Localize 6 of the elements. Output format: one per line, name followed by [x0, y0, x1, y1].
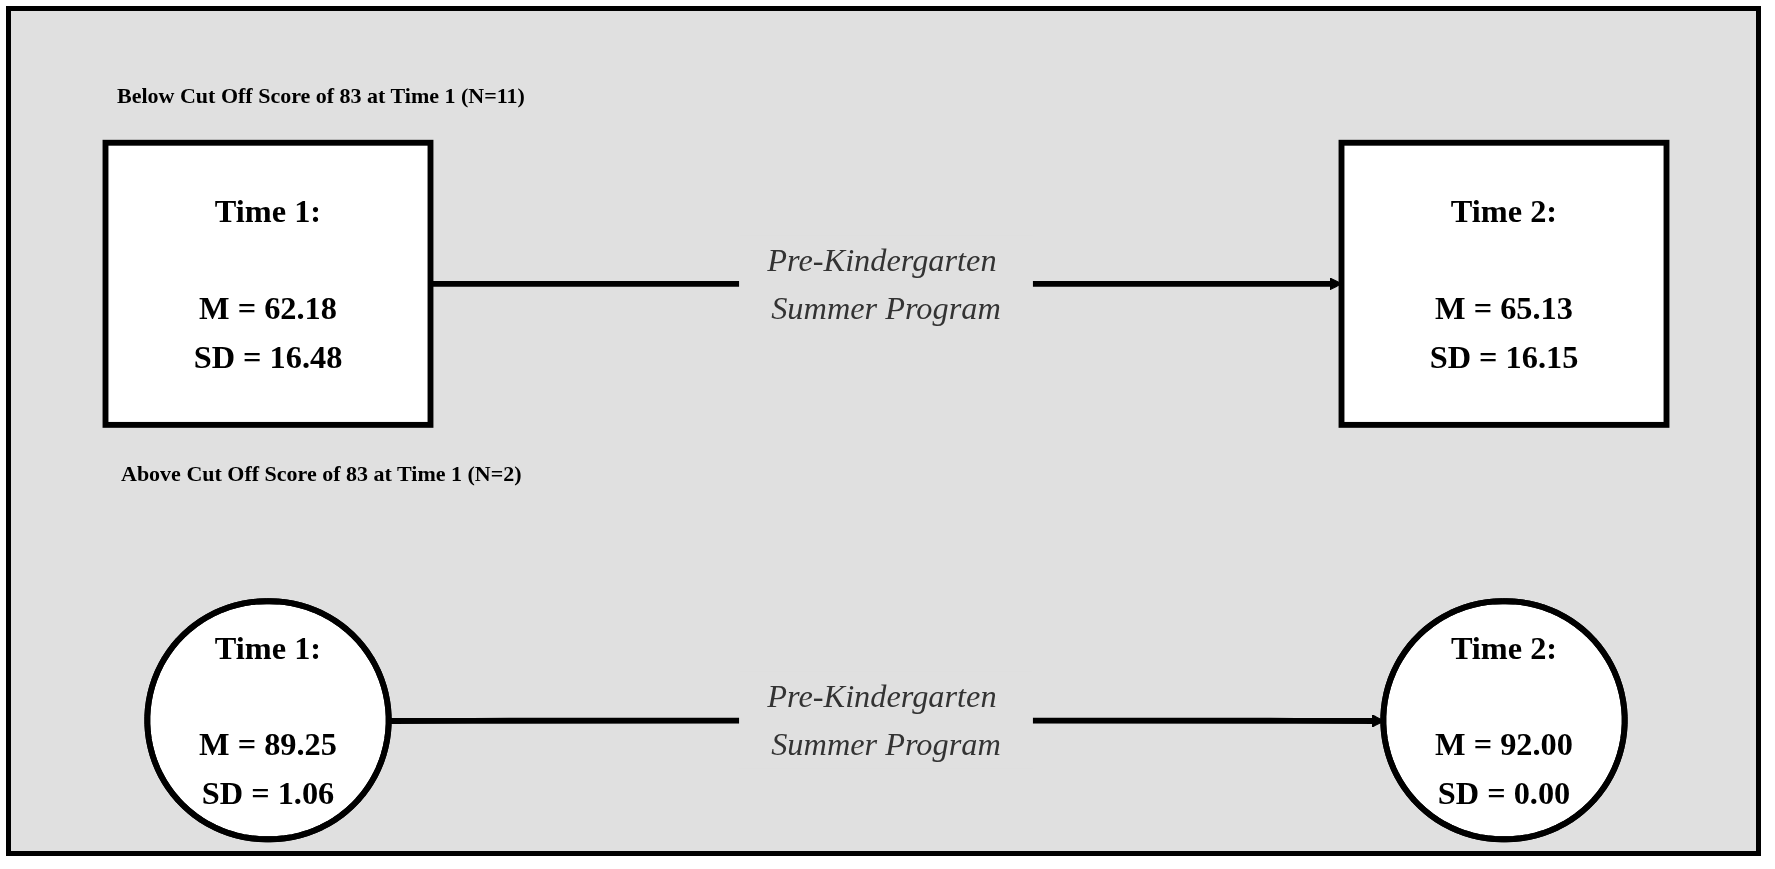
node-box: Time 1: M = 62.18 SD = 16.48 [102, 139, 434, 428]
node-box: Time 2: M = 65.13 SD = 16.15 [1338, 139, 1670, 428]
section-heading: Above Cut Off Score of 83 at Time 1 (N=2) [121, 461, 522, 487]
edge-label: Pre-Kindergarten Summer Program [767, 677, 1001, 763]
section-heading: Below Cut Off Score of 83 at Time 1 (N=11) [117, 83, 525, 109]
edge-label: Pre-Kindergarten Summer Program [767, 241, 1001, 327]
